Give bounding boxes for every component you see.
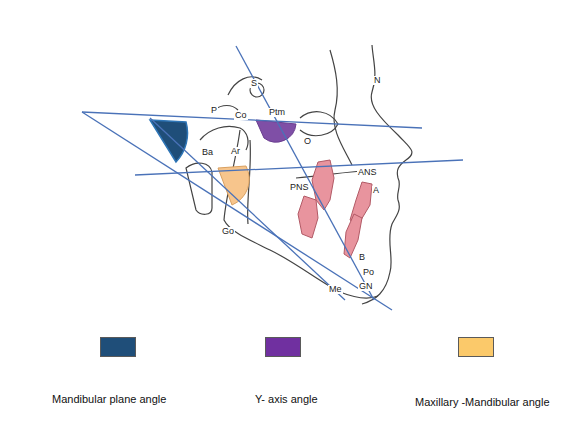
legend-text: Mandibular plane angle [52, 393, 166, 406]
landmark-label: Po [362, 268, 375, 277]
landmark-label: ANS [357, 168, 378, 177]
landmark-label: Go [221, 227, 235, 236]
landmark-label: Ptm [268, 108, 286, 117]
landmark-label: O [303, 137, 312, 146]
landmark-label: Ba [201, 148, 214, 157]
legend-text: Maxillary -Mandibular angle [415, 396, 550, 409]
landmark-label: A [372, 186, 380, 195]
legend-swatch [265, 337, 301, 357]
landmark-label: Me [328, 285, 343, 294]
landmark-label: Co [234, 111, 248, 120]
landmark-label: S [250, 79, 258, 88]
landmark-label: N [373, 76, 382, 85]
landmark-label: PNS [289, 183, 310, 192]
landmark-label: Ar [230, 147, 241, 156]
legend-swatch [100, 337, 136, 357]
landmark-label: GN [358, 282, 374, 291]
legend-text: Y- axis angle [255, 393, 318, 406]
landmark-label: B [358, 253, 366, 262]
landmark-label: P [210, 106, 218, 115]
legend-swatch [458, 337, 494, 357]
